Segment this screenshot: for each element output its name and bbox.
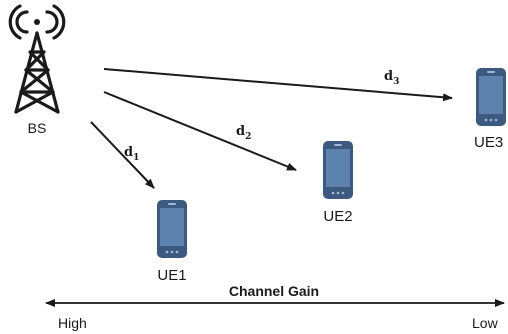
ue1-label: UE1	[157, 267, 186, 284]
ue2-label: UE2	[323, 208, 352, 225]
ue2-smartphone-icon	[323, 141, 353, 199]
ue3-smartphone-icon	[476, 68, 506, 126]
link-arrow-bs-ue2	[103, 91, 297, 171]
distance-label-d1: d1	[124, 145, 139, 163]
distance-label-d2: d2	[236, 124, 251, 142]
link-arrow-bs-ue1	[90, 121, 155, 189]
channel-gain-title: Channel Gain	[229, 283, 319, 299]
ue3-label: UE3	[474, 134, 503, 151]
cell-tower-icon	[8, 4, 66, 114]
ue1-smartphone-icon	[157, 200, 187, 258]
channel-gain-low-label: Low	[472, 315, 499, 331]
channel-gain-high-label: High	[58, 315, 87, 331]
link-arrow-bs-ue3	[103, 68, 453, 102]
bs-label: BS	[28, 120, 47, 136]
distance-label-d3: d3	[384, 69, 399, 87]
